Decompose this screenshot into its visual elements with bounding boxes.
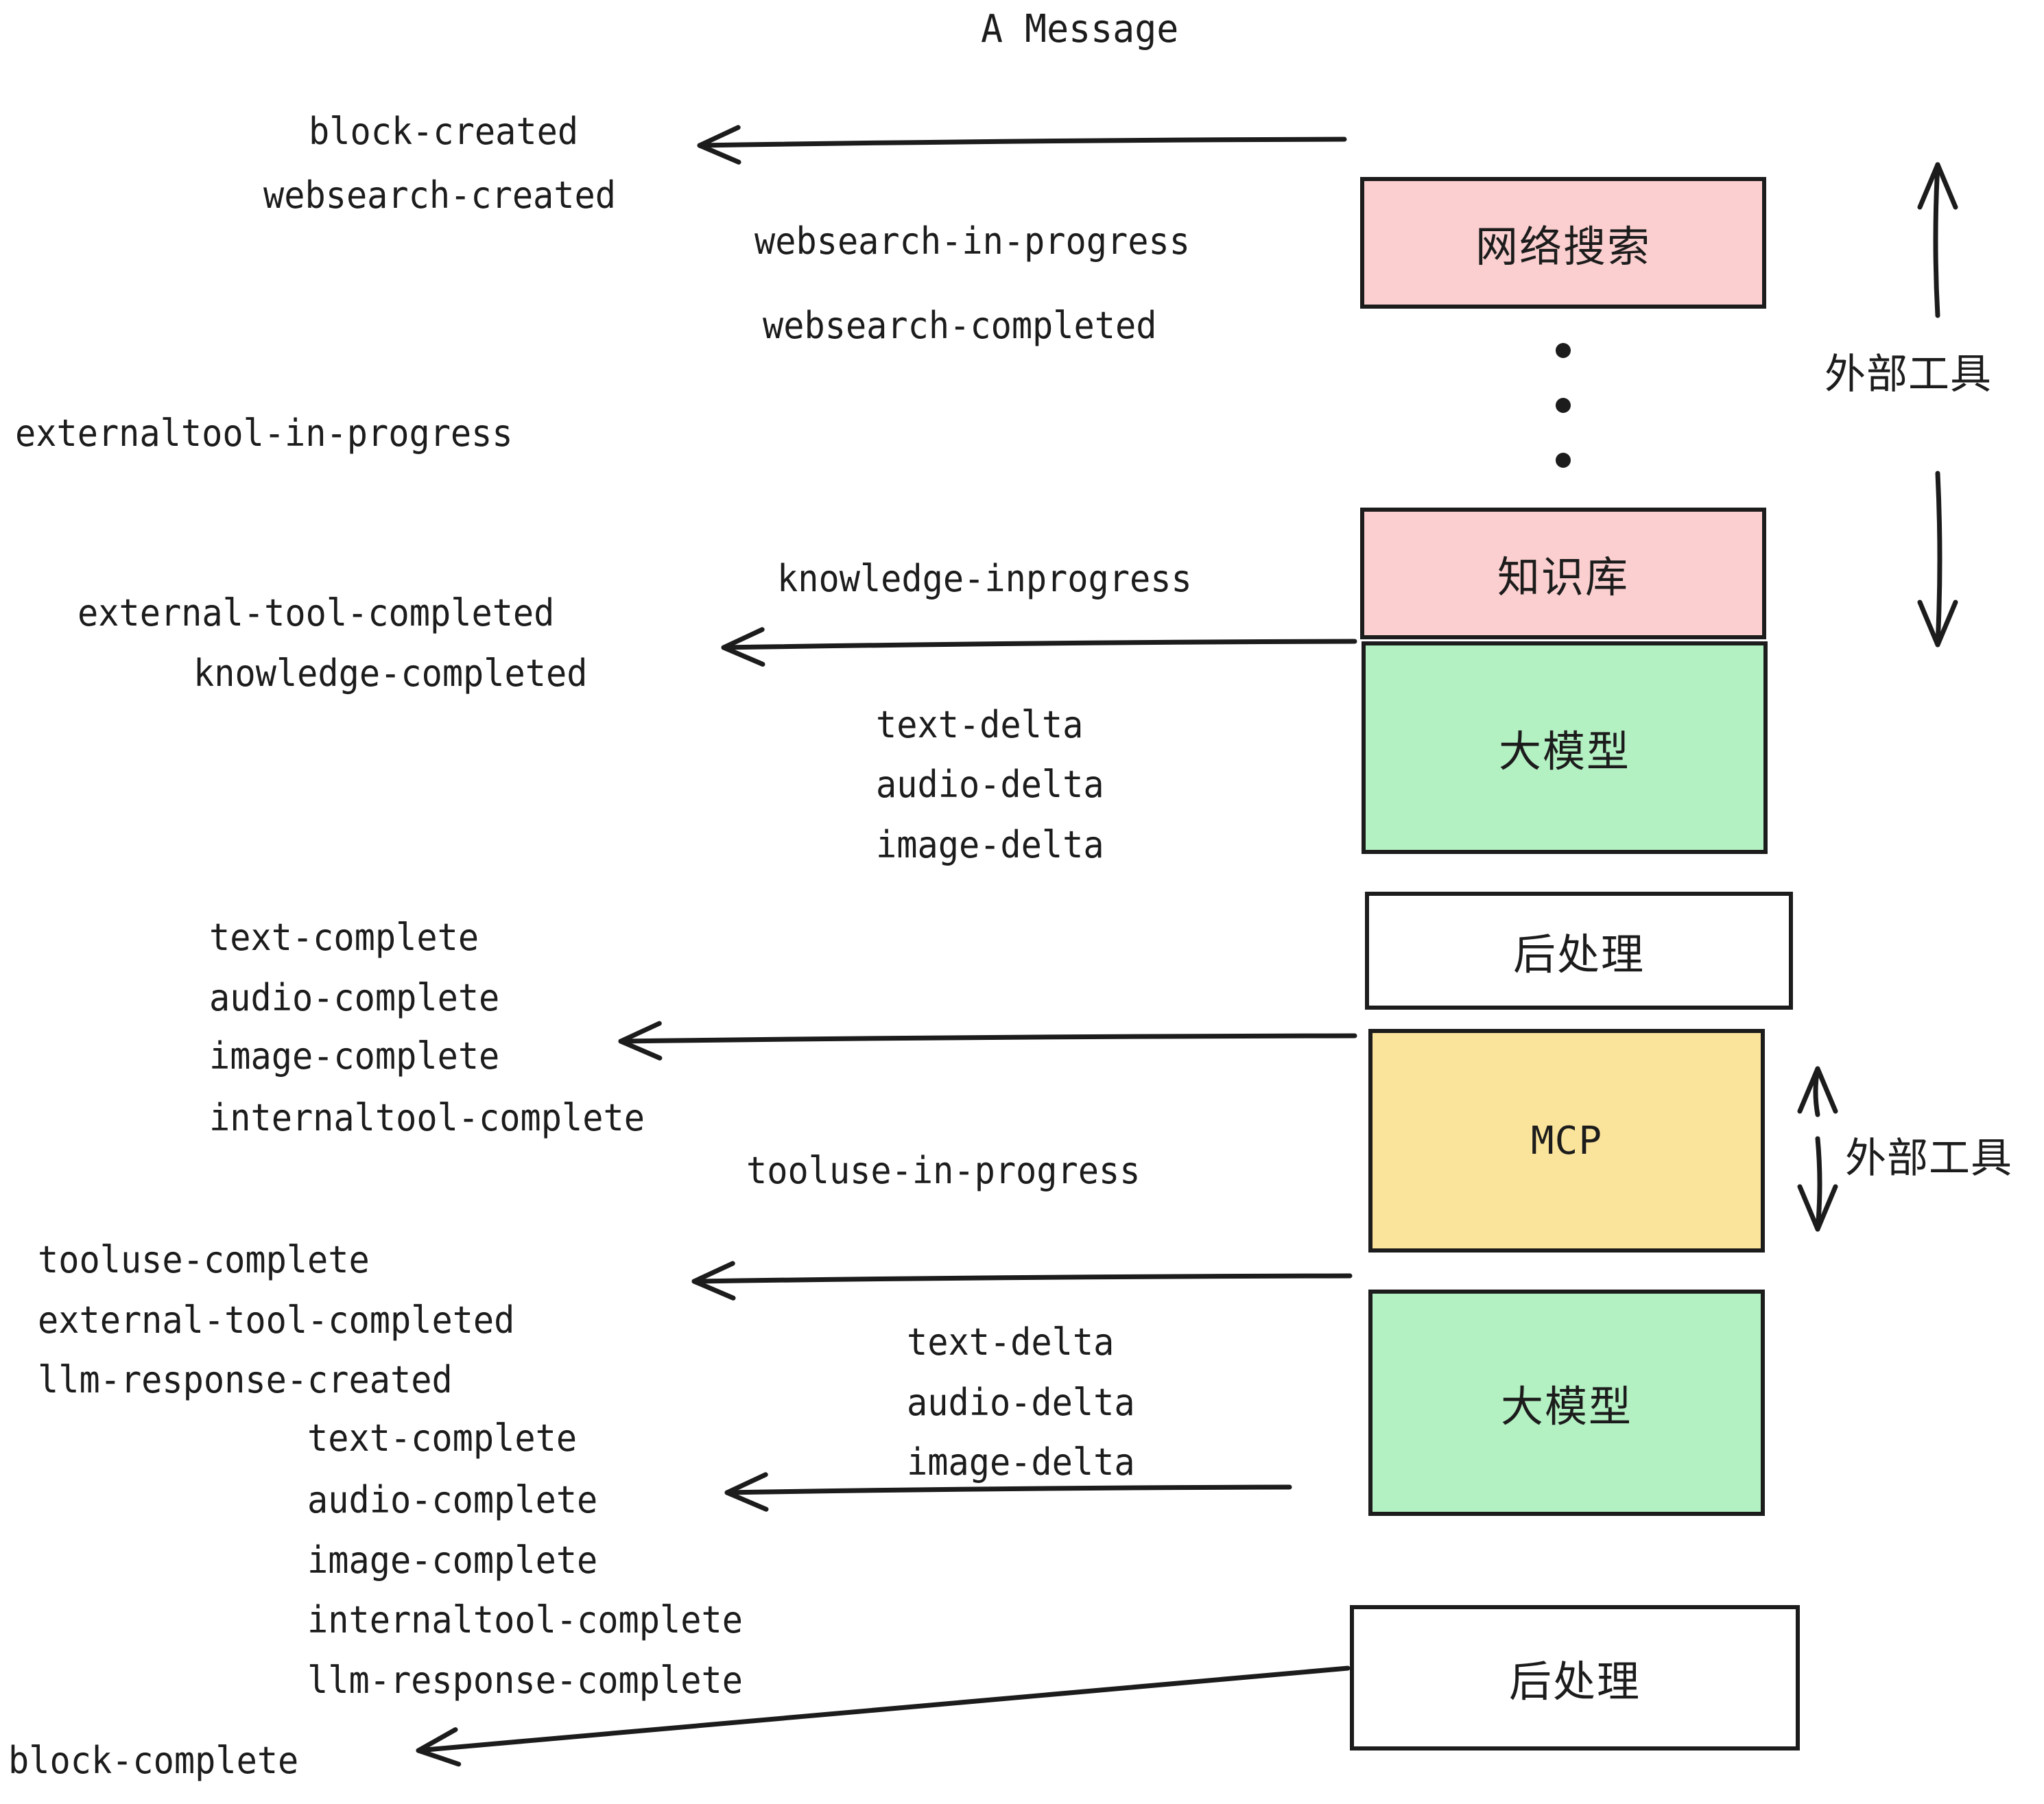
event-label-text-complete-1: text-complete [209, 916, 479, 959]
event-label-audio-complete-1: audio-complete [209, 976, 500, 1019]
arrow-head [416, 1727, 462, 1767]
group-arrow-shaft [1813, 1066, 1820, 1117]
event-label-text-delta-2: text-delta [907, 1320, 1115, 1364]
arrow-shaft [697, 137, 1347, 148]
event-label-llm-response-complete: llm-response-complete [307, 1659, 743, 1702]
event-label-block-complete: block-complete [8, 1739, 299, 1782]
arrow-arrow-mcp-to-image-complete [618, 1021, 1357, 1060]
side-label-external-tools-top: 外部工具 [1825, 351, 1992, 399]
event-label-text-complete-2: text-complete [307, 1416, 578, 1460]
group-arrow-head [1797, 1066, 1838, 1114]
vertical-ellipsis-icon [1556, 343, 1573, 508]
event-label-audio-delta-1: audio-delta [876, 763, 1104, 806]
event-label-websearch-in-progress: websearch-in-progress [754, 219, 1190, 263]
box-websearch: 网络搜索 [1360, 177, 1766, 309]
event-label-tooluse-complete: tooluse-complete [38, 1238, 370, 1281]
arrow-head [691, 1261, 736, 1301]
box-mcp: MCP [1368, 1029, 1765, 1253]
arrow-arrow-websearch-to-created [697, 125, 1347, 165]
event-label-external-tool-completed-1: external-tool-completed [78, 591, 555, 634]
event-label-audio-delta-2: audio-delta [907, 1381, 1135, 1424]
side-label-external-tools-bottom: 外部工具 [1845, 1135, 2012, 1183]
event-label-image-delta-2: image-delta [907, 1440, 1135, 1484]
event-label-websearch-completed: websearch-completed [763, 304, 1157, 347]
event-label-tooluse-in-progress: tooluse-in-progress [746, 1149, 1141, 1192]
event-label-block-created: block-created [309, 110, 579, 153]
arrow-shaft [618, 1033, 1357, 1044]
box-post-2: 后处理 [1350, 1605, 1800, 1750]
event-label-websearch-created: websearch-created [263, 174, 616, 217]
group-arrow-shaft [1935, 471, 1942, 648]
box-knowledge: 知识库 [1360, 508, 1766, 639]
box-llm-1: 大模型 [1362, 641, 1768, 854]
group-arrow-head [1797, 1184, 1838, 1232]
event-label-image-complete-2: image-complete [307, 1539, 598, 1582]
event-label-externaltool-in-progress: externaltool-in-progress [15, 412, 513, 455]
arrow-head [618, 1021, 663, 1060]
event-label-knowledge-inprogress: knowledge-inprogress [777, 557, 1192, 600]
event-label-audio-complete-2: audio-complete [307, 1478, 598, 1521]
arrow-shaft [691, 1273, 1353, 1284]
arrow-head [697, 125, 741, 165]
arrow-shaft [721, 639, 1357, 650]
arrow-head [724, 1472, 769, 1512]
group-arrow-head [1917, 162, 1958, 210]
event-label-internaltool-complete-1: internaltool-complete [209, 1096, 645, 1139]
box-llm-2: 大模型 [1368, 1290, 1765, 1516]
group-external-tools-arrow-up-bottom [1797, 1066, 1838, 1117]
arrow-shaft [724, 1484, 1292, 1495]
event-label-external-tool-completed-2: external-tool-completed [38, 1298, 515, 1342]
group-external-tools-arrow-down-top [1917, 471, 1958, 648]
group-external-tools-arrow-up-top [1917, 162, 1958, 318]
box-post-1: 后处理 [1365, 892, 1793, 1010]
group-arrow-shaft [1815, 1136, 1822, 1232]
event-label-image-complete-1: image-complete [209, 1034, 500, 1078]
event-label-text-delta-1: text-delta [876, 703, 1084, 746]
group-arrow-shaft [1933, 162, 1940, 318]
event-label-llm-response-created: llm-response-created [38, 1358, 453, 1401]
event-label-image-delta-1: image-delta [876, 823, 1104, 866]
event-label-internaltool-complete-2: internaltool-complete [307, 1598, 743, 1641]
group-external-tools-arrow-down-bottom [1797, 1136, 1838, 1232]
arrow-arrow-knowledge-to-completed [721, 627, 1357, 667]
group-arrow-head [1917, 600, 1958, 648]
arrow-arrow-llm2-to-tooluse-complete [691, 1261, 1353, 1301]
page-title: A Message [981, 7, 1179, 51]
event-label-knowledge-completed: knowledge-completed [193, 652, 588, 695]
arrow-head [721, 627, 765, 667]
